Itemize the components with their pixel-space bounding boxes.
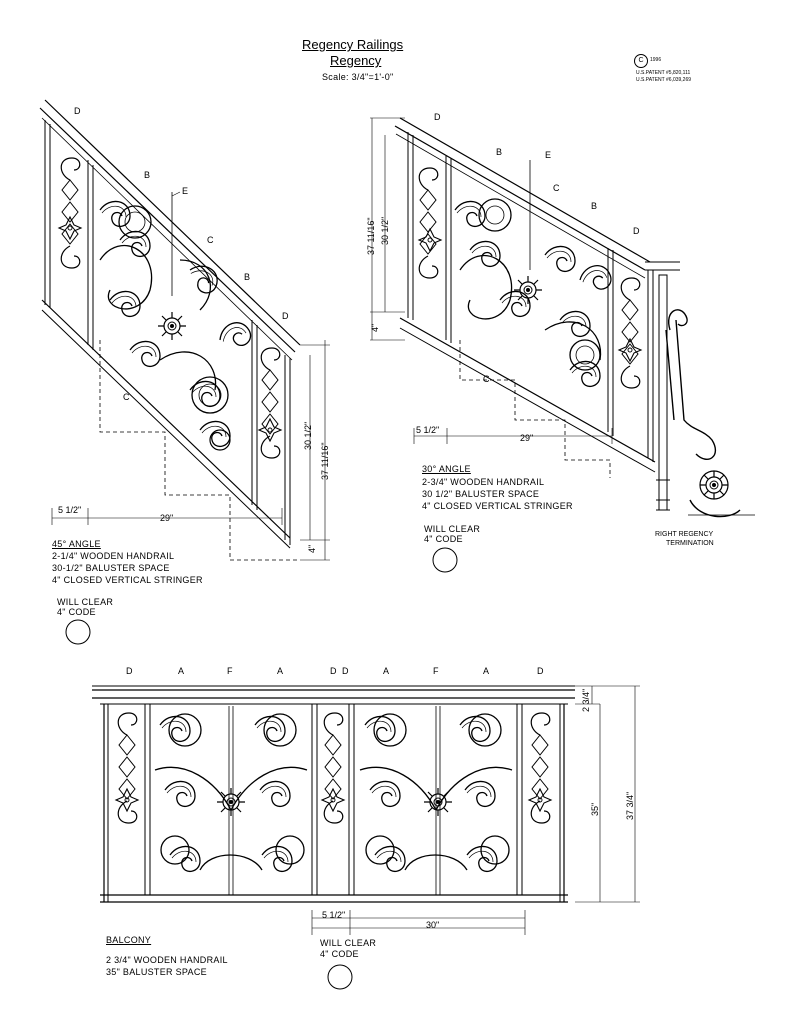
- stair30-dim-total: 37 11/16": [366, 217, 376, 255]
- stair30-label-e: E: [545, 150, 552, 160]
- patent-2: U.S.PATENT #6,039,269: [636, 77, 692, 83]
- termination-label-2: TERMINATION: [666, 540, 714, 547]
- stair30-spec-line: 2-3/4" WOODEN HANDRAIL: [422, 477, 545, 487]
- stair30-spec-title: 30° ANGLE: [422, 464, 471, 474]
- copyright-year: 1996: [650, 57, 662, 63]
- balcony-label: A: [383, 666, 390, 676]
- balcony-spec-title: BALCONY: [106, 935, 152, 945]
- stair30-label-c-top: C: [553, 183, 560, 193]
- balcony-label: D: [537, 666, 544, 676]
- balcony-label: A: [178, 666, 185, 676]
- stair45-label-e: E: [182, 186, 189, 196]
- stair45-dim-total: 37 11/16": [320, 442, 330, 480]
- stair30-clear-code: 4" CODE: [424, 534, 463, 544]
- balcony-label: D: [342, 666, 349, 676]
- copyright-mark: C: [634, 54, 648, 68]
- balcony-dim-top: 2 3/4": [581, 688, 591, 712]
- stair-45-drawing: [39, 99, 330, 645]
- stair30-label-b: B: [496, 147, 503, 157]
- balcony-label: A: [277, 666, 284, 676]
- balcony-spec-line: 35" BALUSTER SPACE: [106, 967, 207, 977]
- balcony-dim-run: 30": [426, 920, 440, 930]
- balcony-clear-title: WILL CLEAR: [320, 938, 377, 948]
- balcony-label: F: [227, 666, 233, 676]
- stair-30-drawing: [370, 117, 755, 573]
- page-title: Regency Railings: [302, 37, 404, 52]
- stair45-label-b-2: B: [244, 272, 251, 282]
- balcony-label: F: [433, 666, 439, 676]
- termination-label-1: RIGHT REGENCY: [655, 531, 714, 538]
- stair30-dim-run: 29": [520, 433, 534, 443]
- stair30-label-d-bottom: D: [633, 226, 640, 236]
- stair45-clear-title: WILL CLEAR: [57, 597, 114, 607]
- stair30-label-d-top: D: [434, 112, 441, 122]
- stair45-dim-run: 29": [160, 513, 174, 523]
- balcony-dim-space: 35": [590, 802, 600, 816]
- stair45-dim-stringer: 4": [307, 544, 317, 553]
- balcony-drawing: [92, 685, 640, 990]
- balcony-label: D: [126, 666, 133, 676]
- stair30-dim-stringer: 4": [370, 323, 380, 332]
- balcony-label: A: [483, 666, 490, 676]
- stair45-label-c-bottom: C: [123, 392, 130, 402]
- stair30-label-c-bottom: C: [483, 374, 490, 384]
- balcony-dim-offset: 5 1/2": [322, 910, 346, 920]
- scale-label: Scale: 3/4"=1'-0": [322, 72, 394, 82]
- stair45-dim-offset: 5 1/2": [58, 505, 82, 515]
- stair30-clear-title: WILL CLEAR: [424, 524, 481, 534]
- stair30-dim-offset: 5 1/2": [416, 425, 440, 435]
- patent-1: U.S.PATENT #5,820,111: [636, 70, 691, 76]
- stair30-label-b-2: B: [591, 201, 598, 211]
- stair45-spec-line: 4" CLOSED VERTICAL STRINGER: [52, 575, 203, 585]
- stair45-spec-line: 30-1/2" BALUSTER SPACE: [52, 563, 170, 573]
- page-subtitle: Regency: [330, 53, 382, 68]
- stair45-spec-title: 45° ANGLE: [52, 539, 101, 549]
- stair45-label-c-top: C: [207, 235, 214, 245]
- stair30-spec-line: 30 1/2" BALUSTER SPACE: [422, 489, 540, 499]
- stair45-spec-line: 2-1/4" WOODEN HANDRAIL: [52, 551, 175, 561]
- stair45-label-d-top: D: [74, 106, 81, 116]
- balcony-spec-line: 2 3/4" WOODEN HANDRAIL: [106, 955, 228, 965]
- stair45-dim-rise: 30 1/2": [303, 421, 313, 450]
- balcony-clear-code: 4" CODE: [320, 949, 359, 959]
- stair45-label-b: B: [144, 170, 151, 180]
- stair45-label-d-bottom: D: [282, 311, 289, 321]
- balcony-label: D: [330, 666, 337, 676]
- stair30-dim-rise: 30 1/2": [380, 216, 390, 245]
- stair30-spec-line: 4" CLOSED VERTICAL STRINGER: [422, 501, 573, 511]
- balcony-dim-total: 37 3/4": [625, 791, 635, 820]
- stair45-clear-code: 4" CODE: [57, 607, 96, 617]
